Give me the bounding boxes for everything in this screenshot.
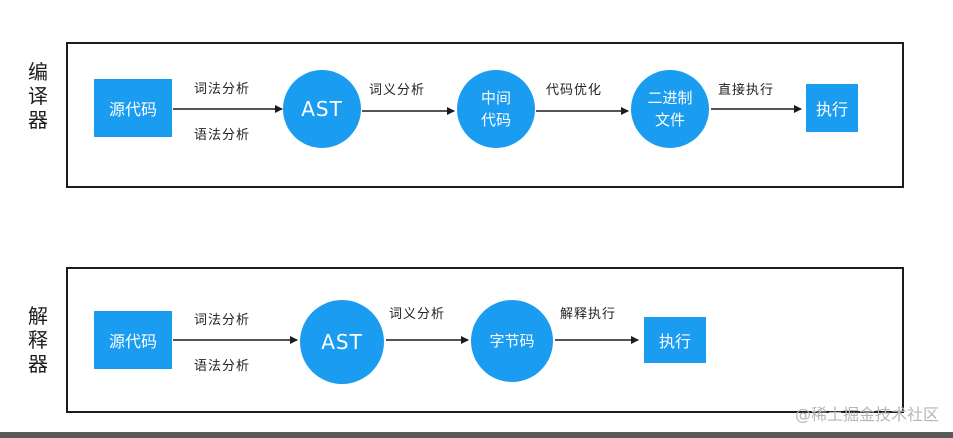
interpreter-side-label: 解 释 器 — [28, 304, 48, 376]
compiler-direct-label: 直接执行 — [718, 83, 775, 98]
compiler-ast-node: AST — [283, 70, 361, 148]
interpreter-source-code-label: 源代码 — [108, 332, 157, 351]
compiler-binary-line1: 二进制 — [647, 89, 693, 107]
compiler-binary-line2: 文件 — [654, 111, 685, 129]
compiler-exec-box: 执行 — [806, 84, 858, 132]
interpreter-syntax-label: 语法分析 — [194, 359, 251, 374]
compiler-exec-label: 执行 — [815, 100, 848, 119]
watermark: @稀土掘金技术社区 — [794, 405, 939, 424]
compiler-source-code-label: 源代码 — [108, 100, 157, 119]
interpreter-ast-node: AST — [300, 300, 384, 384]
compiler-lex-label: 词法分析 — [194, 82, 251, 97]
compiler-codegen-label: 代码优化 — [546, 83, 603, 98]
interpreter-interpret-label: 解释执行 — [560, 307, 617, 322]
interpreter-bytecode-node: 字节码 — [471, 300, 553, 382]
interpreter-exec-label: 执行 — [658, 332, 691, 351]
compiler-ir-node: 中间 代码 — [457, 70, 535, 148]
compiler-ast-label: AST — [301, 97, 343, 121]
interpreter-source-code-box: 源代码 — [94, 311, 172, 369]
interpreter-lex-label: 词法分析 — [194, 313, 251, 328]
compiler-binary-node: 二进制 文件 — [631, 70, 709, 148]
interpreter-exec-box: 执行 — [644, 317, 706, 363]
bottom-strip — [0, 432, 953, 438]
compiler-ir-line2: 代码 — [480, 111, 511, 129]
compiler-ir-line1: 中间 — [480, 89, 511, 107]
interpreter-semantic-label: 词义分析 — [389, 307, 446, 322]
compiler-syntax-label: 语法分析 — [194, 128, 251, 143]
compiler-semantic-label: 词义分析 — [369, 83, 426, 98]
compiler-side-label: 编 译 器 — [28, 60, 48, 132]
compiler-source-code-box: 源代码 — [94, 79, 172, 137]
interpreter-bytecode-label: 字节码 — [489, 332, 535, 350]
interpreter-ast-label: AST — [321, 330, 363, 354]
